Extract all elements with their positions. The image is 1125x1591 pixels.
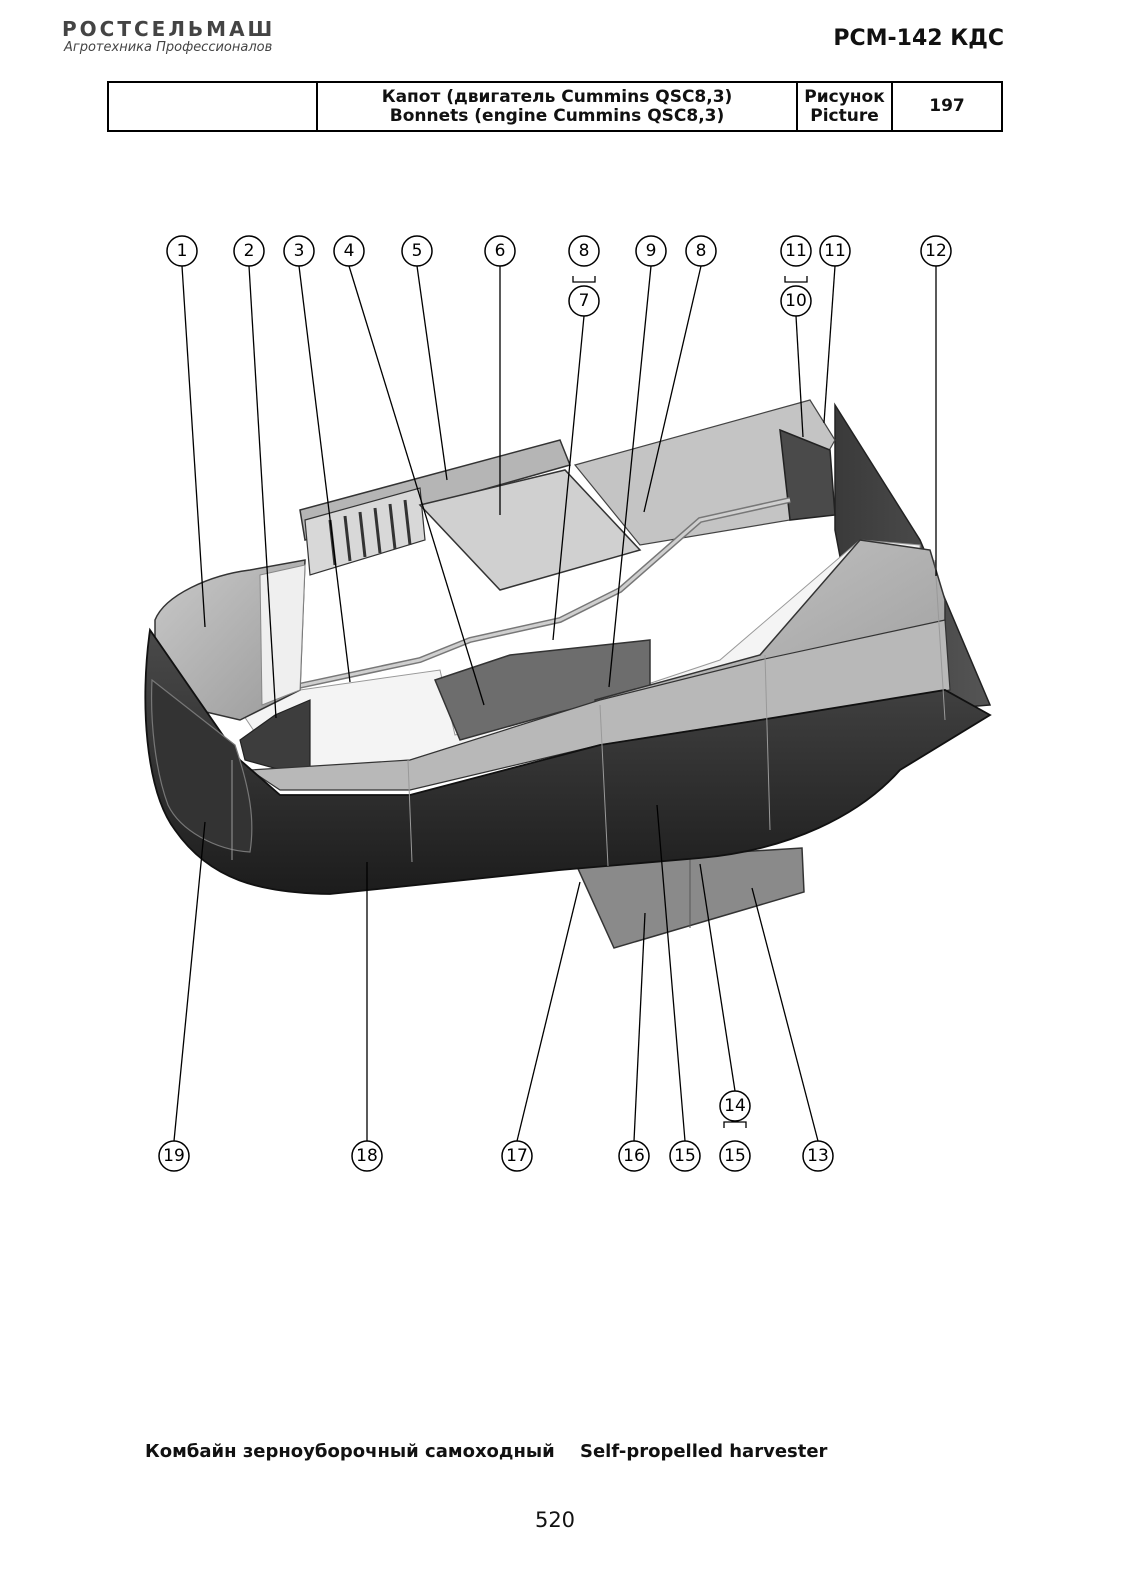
callout-label: 2 [244,241,255,261]
callout-label: 18 [356,1146,378,1166]
picture-label-ru: Рисунок [804,86,885,107]
bonnet-drawing [144,399,992,949]
callout-label: 11 [785,241,807,261]
brand-name: РОСТСЕЛЬМАШ [62,17,276,41]
callout-labels: 1 2 3 4 5 6 8 7 9 8 11 10 11 12 19 18 17… [163,241,947,1166]
brand-logo: РОСТСЕЛЬМАШ Агротехника Профессионалов [62,18,275,56]
title-cell: Капот (двигатель Cummins QSC8,3) Bonnets… [318,83,798,130]
callout-label: 12 [925,241,947,261]
callout-circle [568,235,600,267]
callout-circle [685,235,717,267]
title-block: Капот (двигатель Cummins QSC8,3) Bonnets… [107,81,1003,132]
callout-circle [283,235,315,267]
footer-ru: Комбайн зерноуборочный самоходный [145,1441,555,1462]
callout-circle [920,235,952,267]
footer-en: Self-propelled harvester [580,1441,828,1462]
callout-label: 19 [163,1146,185,1166]
callout-label: 11 [824,241,846,261]
callout-circle [351,1140,383,1172]
callout-circle [669,1140,701,1172]
callout-label: 15 [674,1146,696,1166]
callout-circle [819,235,851,267]
callout-circle [333,235,365,267]
picture-number: 197 [929,96,965,116]
model-code: РСМ-142 КДС [833,26,1004,51]
callout-circle [501,1140,533,1172]
callout-label: 14 [724,1096,746,1116]
callout-circle [484,235,516,267]
callout-markers [158,235,952,1172]
title-en: Bonnets (engine Cummins QSC8,3) [389,105,725,126]
callout-circle [618,1140,650,1172]
callout-label: 17 [506,1146,528,1166]
callout-circle [233,235,265,267]
picture-number-cell: 197 [893,83,1001,130]
callout-label: 8 [579,241,590,261]
title-ru: Капот (двигатель Cummins QSC8,3) [381,86,733,107]
callout-circle [635,235,667,267]
brand-tagline: Агротехника Профессионалов [64,40,273,55]
callout-circle [719,1090,751,1122]
callout-circle [802,1140,834,1172]
callout-circle [166,235,198,267]
callout-circle [401,235,433,267]
callout-circle [158,1140,190,1172]
callout-label: 7 [579,291,590,311]
callout-label: 10 [785,291,807,311]
callout-label: 9 [646,241,657,261]
callout-label: 8 [696,241,707,261]
leader-lines [173,265,937,1142]
picture-label-cell: Рисунок Picture [798,83,893,130]
callout-label: 4 [344,241,355,261]
callout-circle [719,1140,751,1172]
page-number: 520 [534,1508,576,1532]
callout-label: 16 [623,1146,645,1166]
callout-label: 1 [177,241,188,261]
title-empty-cell [109,83,318,130]
callout-circle [780,235,812,267]
callout-label: 13 [807,1146,829,1166]
picture-label-en: Picture [810,105,879,126]
callout-label: 3 [294,241,305,261]
callout-circle [780,285,812,317]
callout-label: 15 [724,1146,746,1166]
callout-label: 6 [495,241,506,261]
callout-circle [568,285,600,317]
callout-label: 5 [412,241,423,261]
